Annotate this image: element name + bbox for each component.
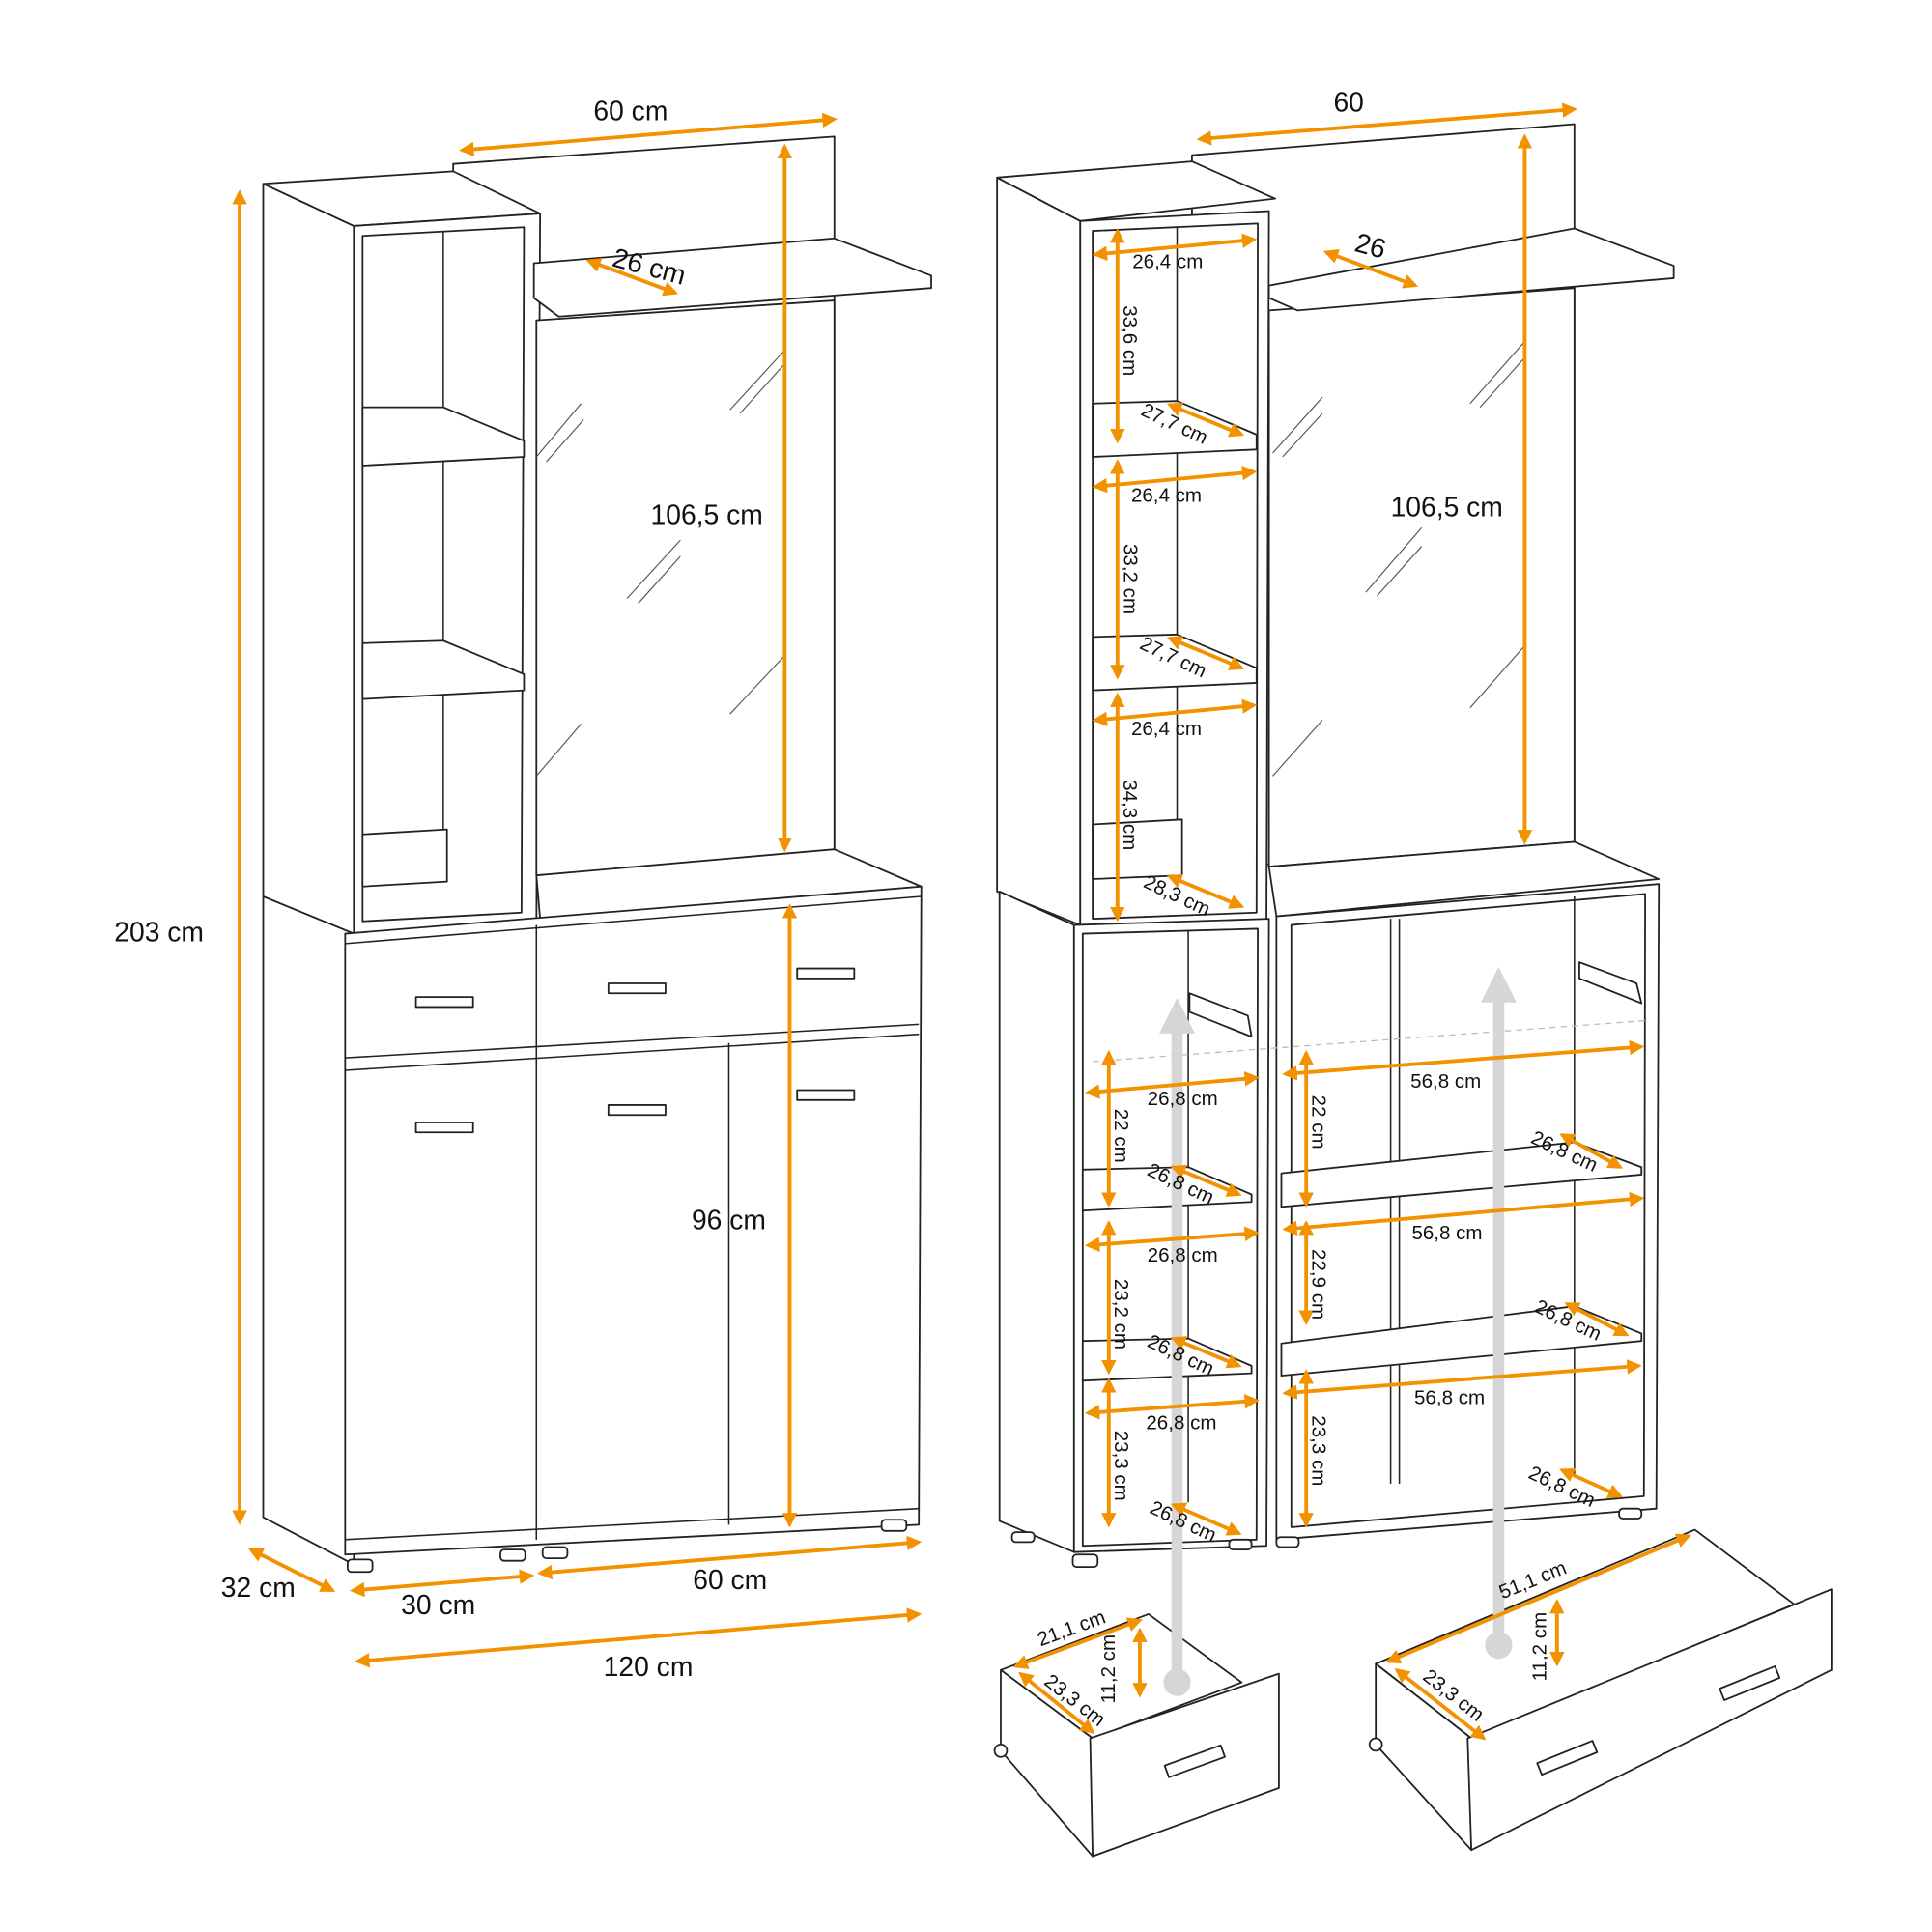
dim-label: 26,8 cm bbox=[1148, 1244, 1218, 1266]
dim-label: 11,2 cm bbox=[1528, 1612, 1550, 1682]
dim-label: 26,4 cm bbox=[1131, 718, 1202, 740]
dim-label: 11,2 cm bbox=[1097, 1634, 1120, 1704]
dim-label: 22 cm bbox=[1308, 1095, 1330, 1150]
dim-label: 26,8 cm bbox=[1148, 1088, 1218, 1110]
cabinet-height-label: 96 cm bbox=[692, 1204, 766, 1235]
left-unit-dimensions: 203 cm 60 cm 26 cm 106,5 cm 96 cm 32 cm … bbox=[114, 96, 923, 1682]
depth-label: 32 cm bbox=[221, 1572, 296, 1603]
dim-label: 56,8 cm bbox=[1411, 1222, 1482, 1244]
dim-label: 26,4 cm bbox=[1131, 484, 1202, 506]
dim-label: 23,2 cm bbox=[1110, 1279, 1132, 1350]
total-width-label: 120 cm bbox=[604, 1651, 694, 1682]
dim-label: 22,9 cm bbox=[1308, 1249, 1330, 1320]
height-total-label: 203 cm bbox=[114, 916, 204, 947]
mirror-height-label: 106,5 cm bbox=[651, 498, 763, 529]
cabinet-width-label: 60 cm bbox=[693, 1564, 767, 1595]
dim-label: 26,4 cm bbox=[1132, 251, 1203, 273]
dim-label: 56,8 cm bbox=[1414, 1387, 1485, 1409]
dim-label: 33,2 cm bbox=[1119, 544, 1141, 614]
left-unit-drawing bbox=[262, 135, 932, 1574]
dim-label: 26,8 cm bbox=[1146, 1411, 1216, 1434]
small-drawer bbox=[993, 1613, 1280, 1858]
dim-label: 56,8 cm bbox=[1410, 1070, 1481, 1093]
dim-label: 23,3 cm bbox=[1110, 1431, 1132, 1501]
dim-label: 22 cm bbox=[1110, 1109, 1132, 1163]
tower-width-label: 30 cm bbox=[401, 1589, 475, 1620]
right-mirror-height-label: 106,5 cm bbox=[1391, 492, 1503, 523]
dim-label: 34,3 cm bbox=[1119, 780, 1141, 850]
dim-label: 33,6 cm bbox=[1119, 305, 1141, 376]
width-top-label: 60 cm bbox=[593, 96, 668, 127]
dim-label: 23,3 cm bbox=[1308, 1415, 1330, 1486]
right-width-top-label: 60 bbox=[1333, 87, 1363, 118]
right-unit-drawing bbox=[993, 123, 1833, 1858]
